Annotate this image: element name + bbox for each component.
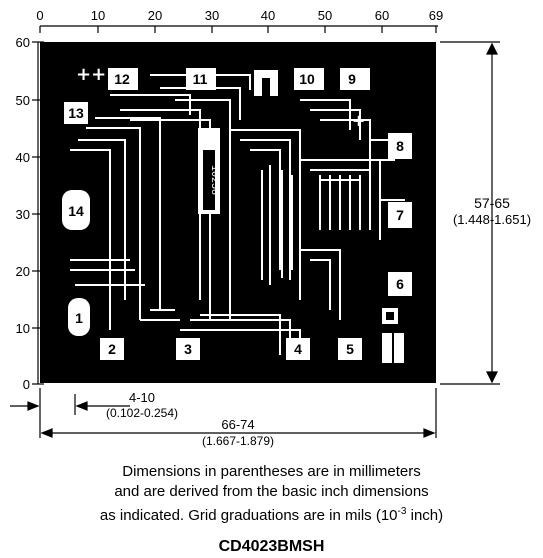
chip-id: 10258: [208, 165, 219, 195]
x-tick: 0: [36, 8, 43, 23]
pad-11: 11: [186, 68, 216, 90]
y-tick: 30: [16, 207, 30, 222]
svg-text:7: 7: [396, 207, 404, 223]
x-tick: 60: [375, 8, 389, 23]
svg-text:13: 13: [68, 105, 84, 121]
pad-12: 12: [108, 68, 138, 90]
width-dim-label: 66-74: [221, 417, 254, 432]
die-body: [40, 42, 436, 383]
svg-text:10: 10: [299, 71, 315, 87]
pad-offset-dimension: [10, 388, 130, 438]
caption-line-1: Dimensions in parentheses are in millime…: [122, 463, 421, 480]
x-tick: 50: [318, 8, 332, 23]
svg-text:9: 9: [348, 71, 356, 87]
bond-pad-pair: [382, 333, 392, 363]
pad-7: 7: [388, 202, 412, 228]
pad-8: 8: [388, 133, 412, 159]
height-dimension: [440, 41, 500, 385]
x-tick: 20: [148, 8, 162, 23]
width-dim-mm: (1.667-1.879): [202, 434, 274, 448]
height-dim-mm: (1.448-1.651): [453, 212, 531, 227]
pad-6: 6: [388, 272, 412, 296]
x-tick: 30: [205, 8, 219, 23]
width-dimension: [40, 388, 437, 438]
pad-9: 9: [340, 68, 370, 90]
height-dim-label: 57-65: [474, 195, 510, 211]
y-tick: 10: [16, 321, 30, 336]
svg-text:1: 1: [75, 310, 83, 326]
y-tick: 40: [16, 150, 30, 165]
svg-text:6: 6: [396, 276, 404, 292]
svg-text:3: 3: [184, 341, 192, 357]
svg-text:14: 14: [68, 203, 84, 219]
pad-13: 13: [64, 102, 88, 124]
y-tick: 20: [16, 264, 30, 279]
x-tick: 69: [429, 8, 443, 23]
x-tick: 10: [91, 8, 105, 23]
caption-line-2: and are derived from the basic inch dime…: [114, 483, 429, 500]
plus-mark: ++: [76, 64, 106, 85]
svg-text:4: 4: [294, 341, 302, 357]
svg-text:5: 5: [346, 341, 354, 357]
caption-line-3: as indicated. Grid graduations are in mi…: [99, 506, 444, 524]
y-tick: 50: [16, 93, 30, 108]
svg-text:12: 12: [114, 71, 130, 87]
pad-2: 2: [100, 338, 124, 360]
pad-14: 14: [62, 190, 90, 230]
plus-mark: +: [352, 111, 365, 130]
svg-text:2: 2: [108, 341, 116, 357]
y-tick: 0: [23, 377, 30, 392]
metal-traces: [70, 74, 405, 355]
svg-text:8: 8: [396, 138, 404, 154]
pad-10: 10: [294, 68, 324, 90]
x-tick: 40: [261, 8, 275, 23]
x-axis: [39, 25, 438, 33]
pad-3: 3: [176, 338, 200, 360]
pad-offset-mm: (0.102-0.254): [106, 406, 178, 420]
pad-offset-label: 4-10: [129, 390, 155, 405]
part-number-title: CD4023BMSH: [218, 538, 325, 555]
svg-text:11: 11: [193, 71, 208, 87]
pad-1: 1: [68, 298, 90, 336]
y-tick: 60: [16, 35, 30, 50]
pad-5: 5: [338, 338, 362, 360]
pad-4: 4: [286, 338, 310, 360]
